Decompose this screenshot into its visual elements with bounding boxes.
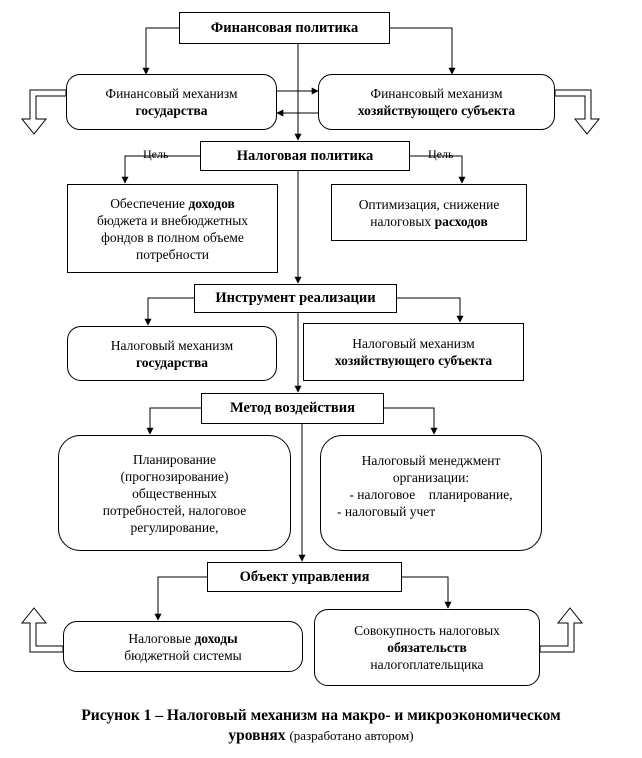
caption-note: (разработано автором) [289,728,414,743]
object-right-line2: обязательств [387,640,467,655]
method-right-box: Налоговый менеджмент организации: - нало… [320,435,542,551]
object-left-line1b: доходы [194,630,238,646]
instrument-box: Инструмент реализации [194,284,397,313]
method-title: Метод воздействия [230,400,355,416]
goal-left-line4: потребности [136,246,209,262]
goal-right-line2b: расходов [434,213,488,229]
goal-label-right: Цель [428,147,454,161]
goal-left-line1b: доходов [188,195,235,211]
object-right-line1: Совокупность налоговых [354,623,500,638]
figure-caption: Рисунок 1 – Налоговый механизм на макро-… [0,706,642,746]
financial-mechanism-firm-line2: хозяйствующего субъекта [357,103,516,118]
tax-mechanism-firm-box: Налоговый механизм хозяйствующего субъек… [303,323,524,381]
financial-mechanism-firm-box: Финансовый механизм хозяйствующего субъе… [318,74,555,130]
method-right-line3: - налоговое планирование, [349,487,513,502]
goal-right-line2a: налоговых [370,213,435,229]
goal-left-line2: бюджета и внебюджетных [96,212,249,228]
tax-mechanism-state-box: Налоговый механизм государства [67,326,277,381]
object-left-line1a: Налоговые [128,630,195,646]
method-right-line2: организации: [392,470,470,485]
goal-label-left: Цель [143,147,169,161]
object-box: Объект управления [207,562,402,592]
financial-policy-box: Финансовая политика [179,12,390,44]
tax-policy-title: Налоговая политика [236,147,374,164]
tax-mechanism-state-line1: Налоговый механизм [110,337,234,353]
financial-mechanism-state-line1: Финансовый механизм [105,86,238,101]
object-right-line3: налогоплательщика [370,657,484,672]
goal-right-box: Оптимизация, снижение налоговых расходов [331,184,527,241]
tax-mechanism-state-line2: государства [135,354,208,370]
object-right-box: Совокупность налоговых обязательств нало… [314,609,540,686]
caption-line1: Рисунок 1 – Налоговый механизм на макро-… [81,707,561,724]
goal-right-line1: Оптимизация, снижение [358,196,500,212]
financial-mechanism-state-line2: государства [135,103,208,118]
instrument-title: Инструмент реализации [215,290,376,306]
tax-policy-box: Налоговая политика [200,141,410,171]
method-left-line3: общественных [132,485,217,501]
method-left-box: Планирование (прогнозирование) обществен… [58,435,291,551]
tax-mechanism-firm-line2: хозяйствующего субъекта [334,353,493,368]
object-left-box: Налоговые доходы бюджетной системы [63,621,303,672]
caption-line2: уровнях [228,727,286,744]
method-right-line1: Налоговый менеджмент [361,453,501,468]
goal-left-line1a: Обеспечение [110,195,189,211]
method-left-line5: регулирование, [130,519,219,535]
financial-mechanism-state-box: Финансовый механизм государства [66,74,277,130]
method-right-line4: - налоговый учет [337,504,436,519]
goal-left-box: Обеспечение доходов бюджета и внебюджетн… [67,184,278,273]
object-left-line2: бюджетной системы [124,647,242,663]
method-left-line4: потребностей, налоговое [102,502,247,518]
method-left-line1: Планирование [132,451,217,467]
goal-left-line3: фондов в полном объеме [101,229,244,245]
method-left-line2: (прогнозирование) [120,468,229,484]
financial-policy-title: Финансовая политика [210,19,359,36]
financial-mechanism-firm-line1: Финансовый механизм [370,86,503,101]
tax-mechanism-firm-line1: Налоговый механизм [352,336,475,351]
object-title: Объект управления [239,568,370,585]
method-box: Метод воздействия [201,393,384,424]
